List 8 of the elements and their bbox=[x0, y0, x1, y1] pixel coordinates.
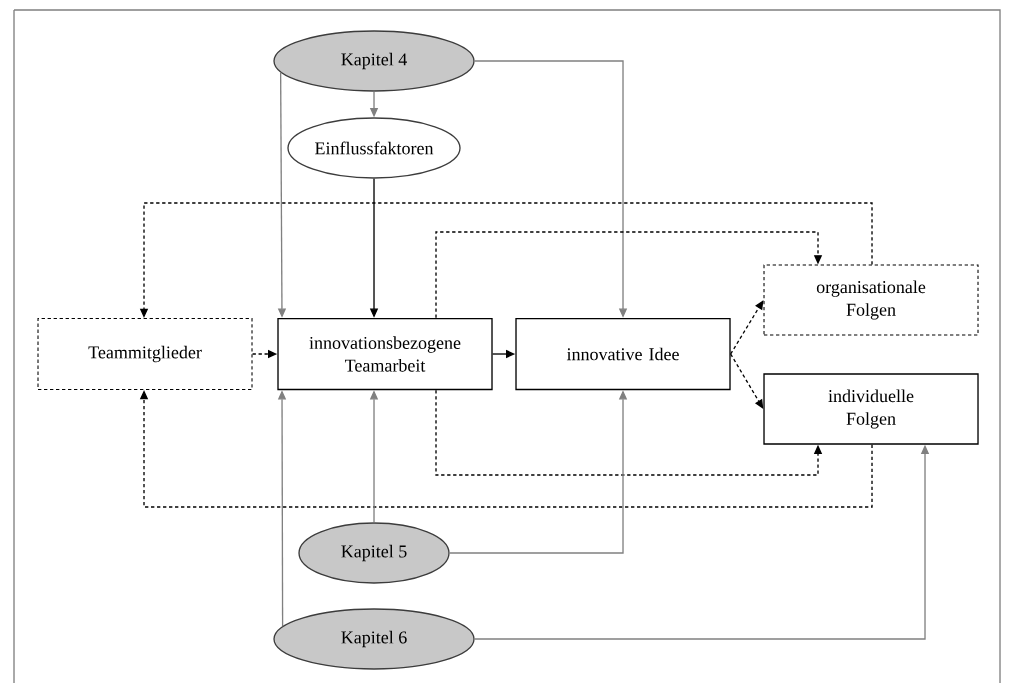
arrow bbox=[730, 353, 764, 409]
arrow bbox=[730, 300, 764, 355]
arrow bbox=[435, 231, 823, 319]
process-box: innovative Idee bbox=[515, 317, 731, 391]
process-box: individuelle Folgen bbox=[763, 373, 979, 445]
process-box: organisationale Folgen bbox=[763, 264, 979, 336]
process-box: Teammitglieder bbox=[37, 318, 253, 390]
process-box: innovationsbezogene Teamarbeit bbox=[277, 317, 493, 391]
